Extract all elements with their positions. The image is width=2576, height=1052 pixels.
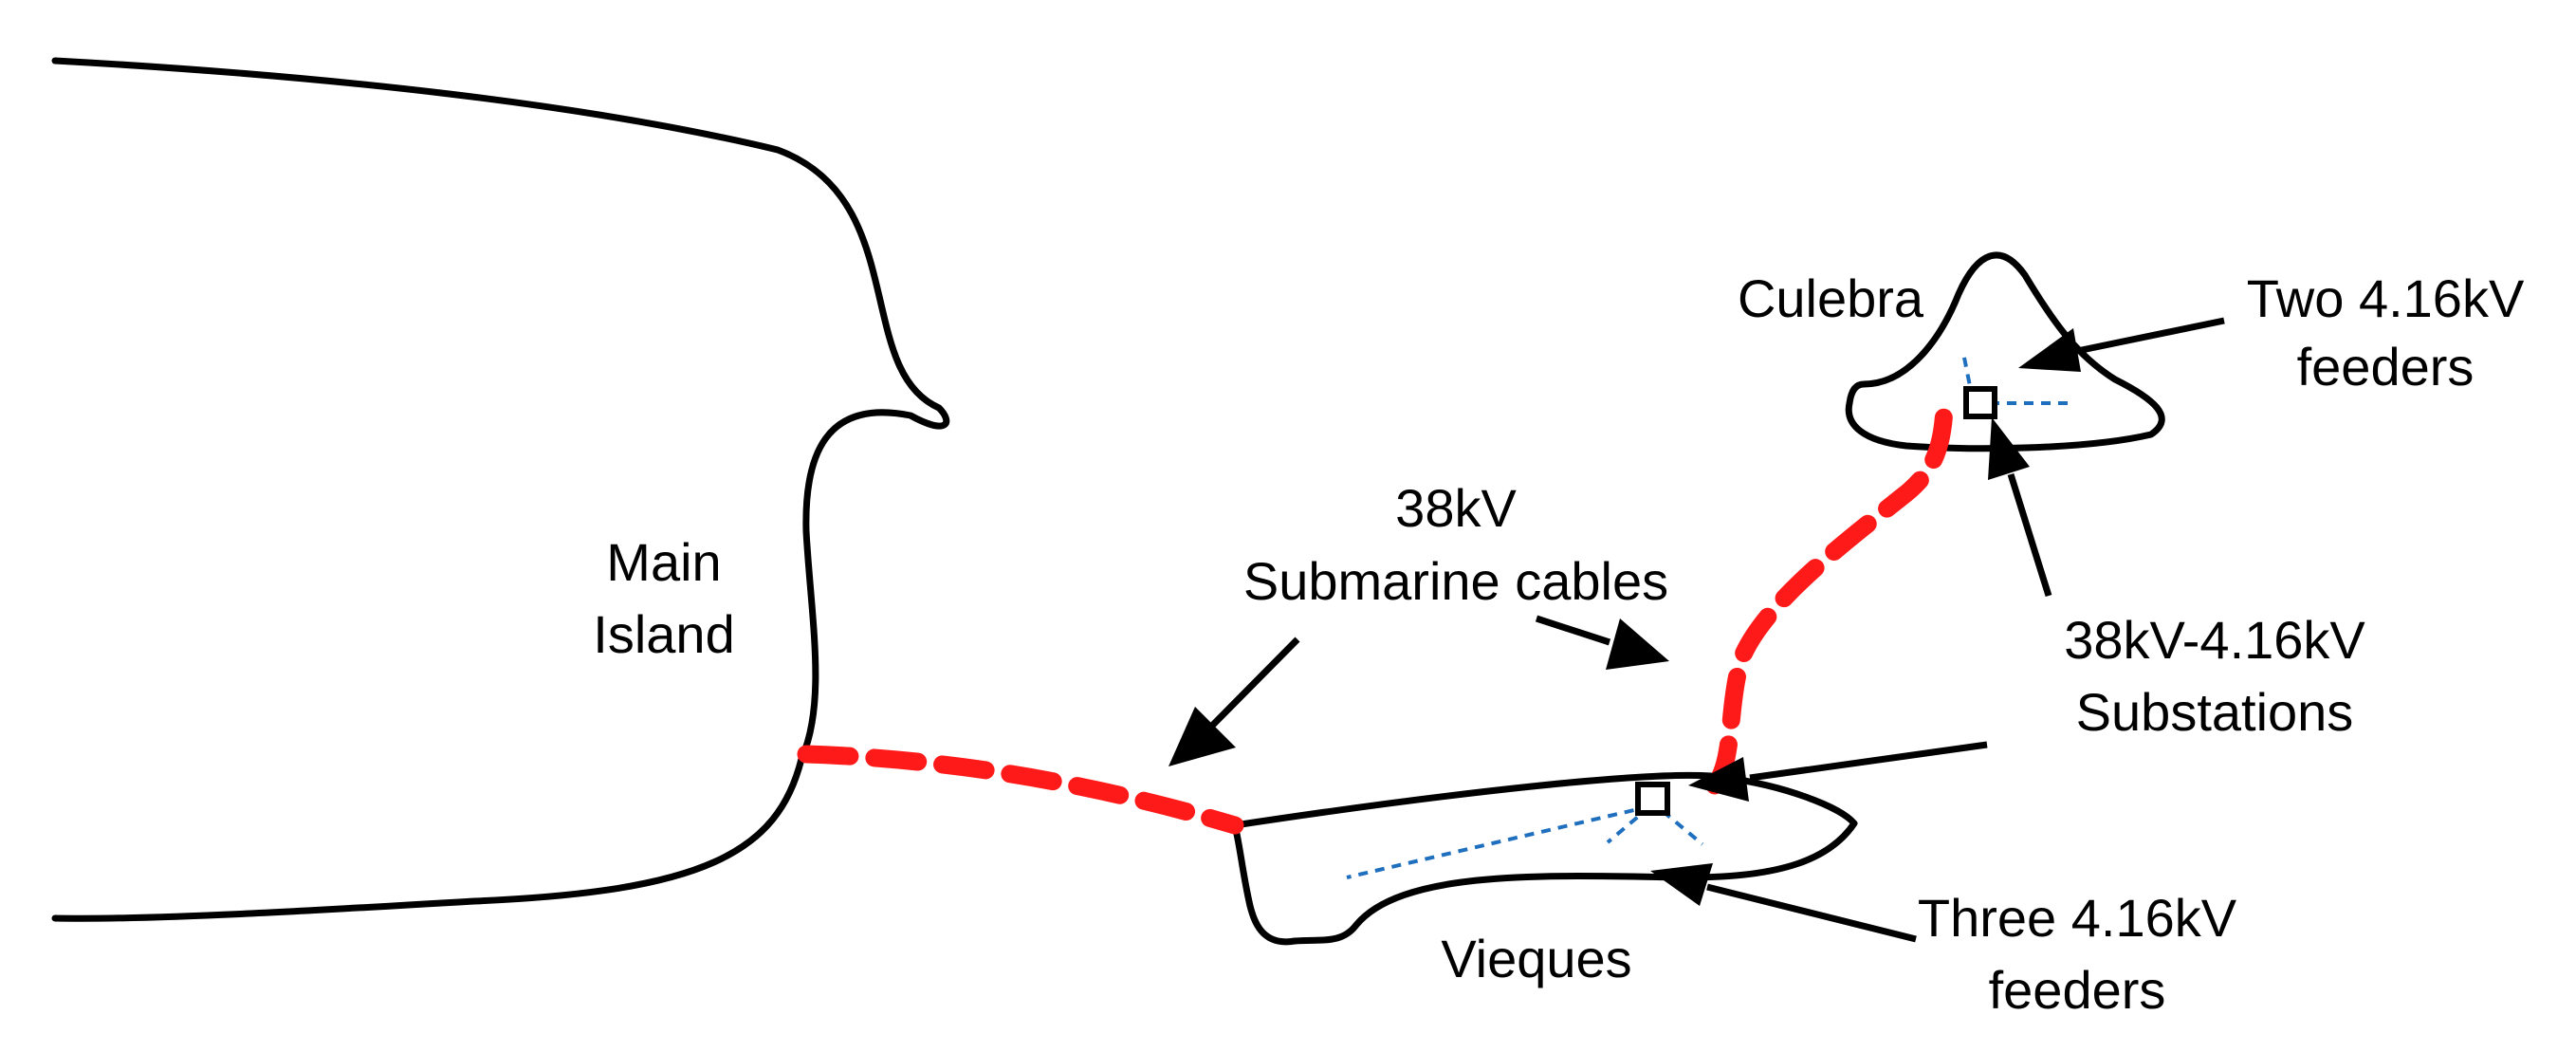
substations-label-line2: Substations: [2076, 682, 2354, 742]
arrow-to-vieques-feeders: [1650, 863, 1917, 943]
cable-main-to-vieques: [797, 745, 1244, 835]
cables-label-line1: 38kV: [1395, 478, 1517, 538]
arrow-to-vieques-substation: [1688, 741, 1988, 802]
cable-vieques-to-culebra: [1705, 398, 1954, 795]
arrow-to-culebra-substation: [1988, 417, 2052, 598]
arrow-cables-to-main-link: [1168, 637, 1300, 766]
vieques-substation: [1635, 782, 1670, 816]
culebra-outline: [1845, 251, 2165, 452]
vieques-label: Vieques: [1441, 929, 1631, 988]
vieques-feeder-west: [1346, 804, 1651, 879]
culebra-substation: [1963, 386, 1997, 419]
three-feeders-label-line1: Three 4.16kV: [1918, 888, 2237, 948]
vieques-feeder-southeast: [1661, 809, 1704, 846]
two-feeders-label-line2: feeders: [2297, 337, 2475, 397]
two-feeders-label-line1: Two 4.16kV: [2247, 268, 2525, 328]
main-island-outline: [51, 57, 950, 922]
main-island-label-line2: Island: [593, 604, 734, 664]
cables-label-line2: Submarine cables: [1243, 551, 1668, 611]
arrow-to-culebra-feeders: [2018, 317, 2225, 372]
culebra-label: Culebra: [1738, 268, 1924, 328]
three-feeders-label-line2: feeders: [1989, 960, 2166, 1020]
substations-label-line1: 38kV-4.16kV: [2064, 610, 2365, 670]
main-island-label-line1: Main: [606, 532, 721, 592]
arrow-cables-to-culebra-link: [1535, 615, 1669, 670]
vieques-outline: [1231, 771, 1858, 946]
vieques-feeders: [1346, 804, 1704, 879]
